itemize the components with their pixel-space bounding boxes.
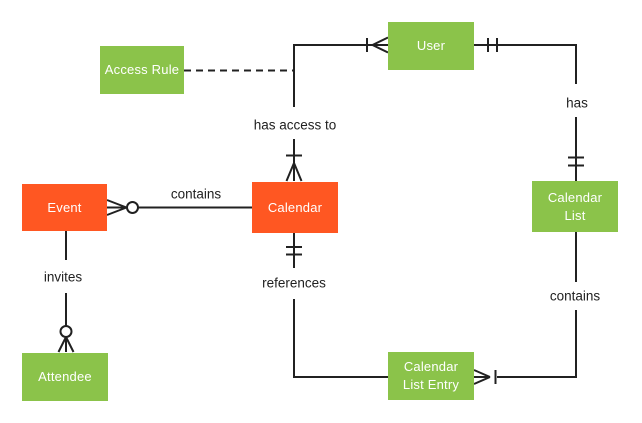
relationship-label-contains-entry: contains [549,288,601,304]
connector-has [474,38,584,181]
double-tick-icon [568,156,584,167]
entity-event[interactable]: Event [22,184,107,231]
connector-line [293,299,388,378]
entity-calendar-list-entry[interactable]: Calendar List Entry [388,352,474,400]
relationship-label-has: has [566,95,588,111]
entity-label: Attendee [38,369,92,385]
connector-line [497,310,577,378]
connector-contains-event [106,199,252,216]
entity-calendar-list[interactable]: Calendar List [532,181,618,232]
connector-has-access-to [285,36,389,182]
zero-cardinality-ring-icon [126,201,139,214]
connector-references [286,233,388,378]
crow-foot-many-icon [372,36,389,54]
crow-foot-many-icon [57,336,75,353]
relationship-label-has-access-to: has access to [253,117,337,133]
entity-label: Calendar [267,199,323,215]
entity-label: Access Rule [104,62,180,78]
entity-calendar[interactable]: Calendar [252,182,338,233]
connector-line [474,44,577,84]
entity-label: Calendar List Entry [402,359,460,392]
entity-attendee[interactable]: Attendee [22,353,108,401]
double-tick-icon [286,246,302,256]
entity-label: Calendar List [547,189,603,223]
relationship-label-contains-event: contains [170,186,222,202]
zero-cardinality-ring-icon [59,325,73,338]
connector-contains-entry [473,232,577,385]
entity-label: User [416,38,446,54]
crow-foot-many-icon [285,162,303,182]
relationship-label-references: references [262,275,326,291]
entity-user[interactable]: User [388,22,474,70]
relationship-label-invites: invites [43,269,83,285]
entity-label: Event [47,199,82,215]
crow-foot-many-icon [473,369,491,385]
connector-line [293,44,388,107]
entity-access-rule[interactable]: Access Rule [100,46,184,94]
connector-invites [57,231,75,353]
crow-foot-many-icon [106,199,127,216]
